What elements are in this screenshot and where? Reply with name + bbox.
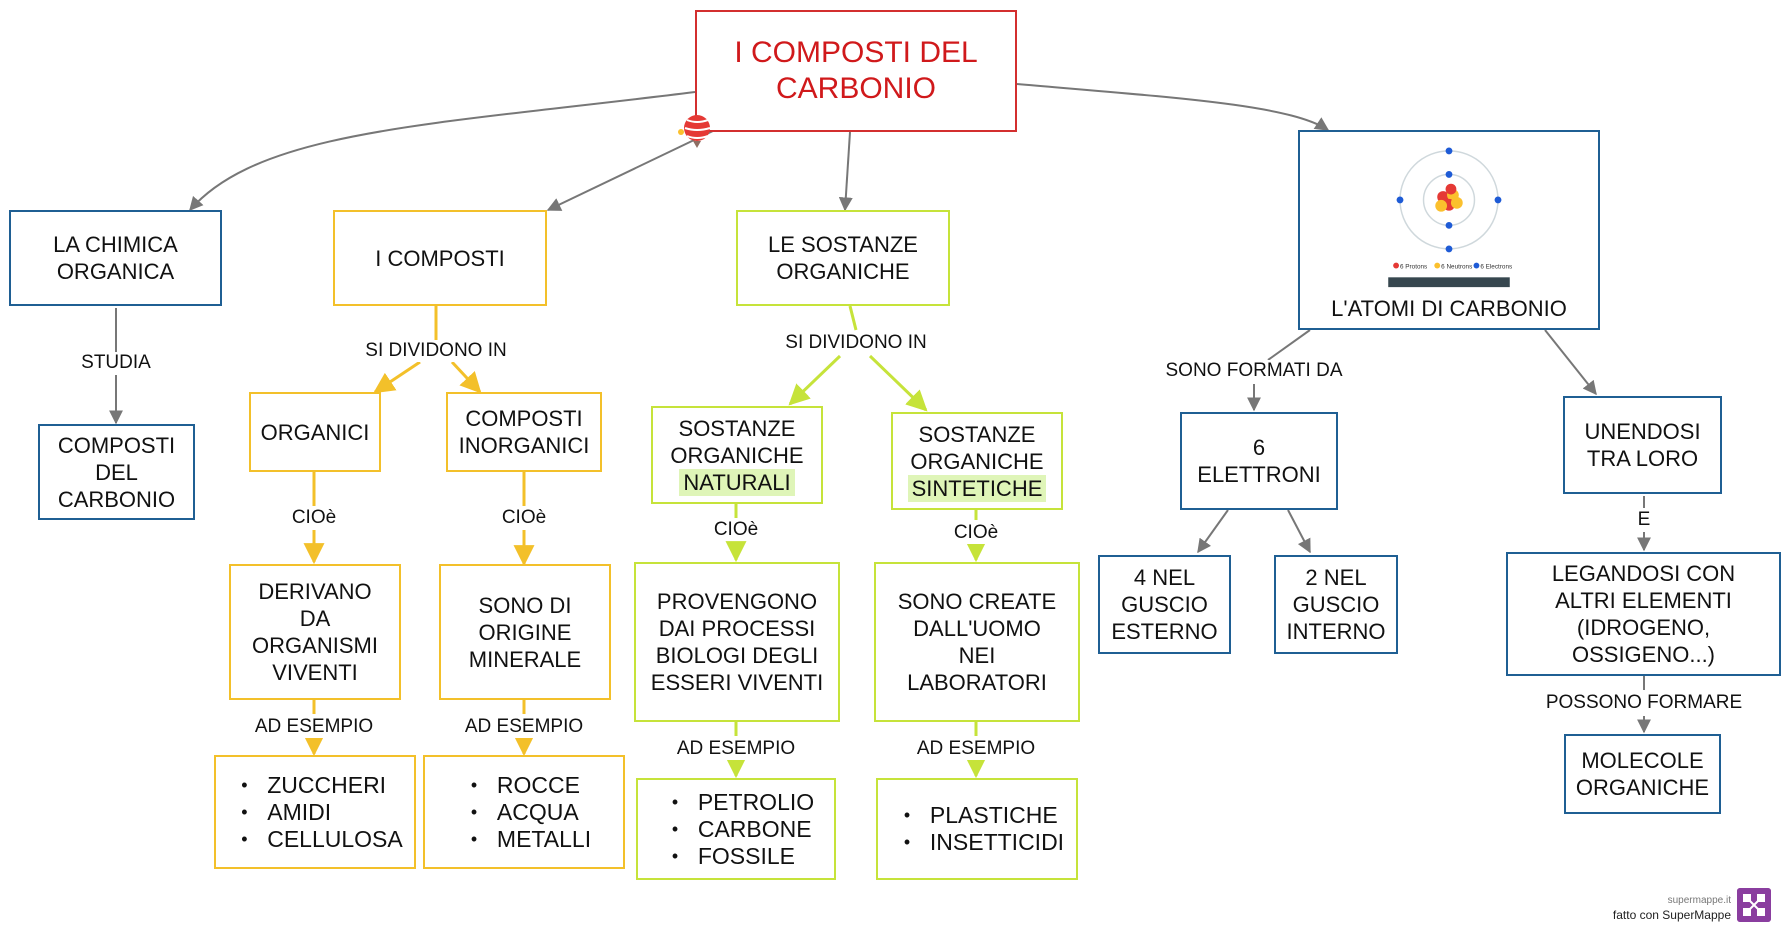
sono-di-origine-node[interactable]: SONO DI ORIGINE MINERALE [439, 564, 611, 700]
label-cioe-4: CIOè [951, 522, 1001, 544]
composti-inorganici-text: COMPOSTI INORGANICI [458, 406, 590, 458]
elettroni-text: 6 ELETTRONI [1197, 435, 1321, 487]
label-si-dividono-1: SI DIVIDONO IN [363, 340, 509, 362]
label-e: E [1635, 509, 1653, 531]
chimica-organica-node[interactable]: LA CHIMICA ORGANICA [9, 210, 222, 306]
naturali-highlight: NATURALI [679, 468, 795, 496]
edge-title-sostanze [838, 131, 853, 212]
edge-sostanze-dividono [848, 305, 858, 331]
list-item: CARBONE [658, 816, 814, 843]
watermark-made: fatto con SuperMappe [1612, 908, 1731, 922]
legandosi-node[interactable]: LEGANDOSI CON ALTRI ELEMENTI (IDROGENO, … [1506, 552, 1781, 676]
label-esempio-2: AD ESEMPIO [462, 716, 586, 738]
label-cioe-3: CIOè [711, 519, 761, 541]
composti-carbonio-node[interactable]: COMPOSTI DEL CARBONIO [38, 424, 195, 520]
label-cioe-2: CIOè [499, 507, 549, 529]
atom-legend-protons: 6 Protons [1400, 264, 1427, 271]
label-sono-formati: SONO FORMATI DA [1163, 360, 1345, 382]
supermappe-logo-icon [1737, 888, 1771, 922]
sostanze-sintetiche-text: SOSTANZE ORGANICHE [910, 421, 1044, 474]
edge-atomi-formati [1267, 329, 1311, 361]
list-item: AMIDI [227, 799, 403, 826]
legandosi-text: LEGANDOSI CON ALTRI ELEMENTI (IDROGENO, … [1551, 561, 1736, 667]
list-item: PETROLIO [658, 789, 814, 816]
title-node[interactable]: I COMPOSTI DEL CARBONIO [695, 10, 1017, 132]
edge-elettroni-interno [1287, 509, 1311, 554]
label-esempio-1: AD ESEMPIO [252, 716, 376, 738]
edge-dividono-sintetiche [868, 354, 928, 412]
list-item: ZUCCHERI [227, 772, 403, 799]
derivano-text: DERIVANO DA ORGANISMI VIVENTI [252, 579, 378, 685]
list-item: FOSSILE [658, 843, 814, 870]
atomi-node[interactable]: 6 Protons 6 Neutrons 6 Electrons L'ATOMI… [1298, 130, 1600, 330]
watermark-site: supermappe.it [1667, 895, 1731, 906]
carbon-atom-image: 6 Protons 6 Neutrons 6 Electrons [1388, 147, 1512, 288]
unendosi-text: UNENDOSI TRA LORO [1584, 419, 1701, 471]
atom-legend-neutrons: 6 Neutrons [1441, 264, 1472, 271]
organici-esempi-list: ZUCCHERI AMIDI CELLULOSA [227, 772, 403, 853]
i-composti-node[interactable]: I COMPOSTI [333, 210, 547, 306]
list-item: INSETTICIDI [890, 829, 1064, 856]
sintetiche-esempi-node[interactable]: PLASTICHE INSETTICIDI [876, 778, 1078, 880]
sono-di-origine-text: SONO DI ORIGINE MINERALE [468, 592, 582, 672]
list-item: PLASTICHE [890, 802, 1064, 829]
list-item: CELLULOSA [227, 826, 403, 853]
edge-dividono-organici [373, 360, 421, 394]
inorganici-esempi-node[interactable]: ROCCE ACQUA METALLI [423, 755, 625, 869]
inorganici-esempi-list: ROCCE ACQUA METALLI [457, 772, 591, 853]
edge-dividono-naturali [788, 354, 842, 406]
i-composti-text: I COMPOSTI [375, 245, 505, 271]
sostanze-organiche-node[interactable]: LE SOSTANZE ORGANICHE [736, 210, 950, 306]
edge-atomi-unendosi [1544, 329, 1597, 396]
edge-title-chimica [189, 91, 696, 212]
organici-esempi-node[interactable]: ZUCCHERI AMIDI CELLULOSA [214, 755, 416, 869]
list-item: METALLI [457, 826, 591, 853]
sostanze-naturali-node[interactable]: SOSTANZE ORGANICHE NATURALI [651, 406, 823, 504]
edge-title-atomi [1016, 83, 1330, 131]
edge-title-composti [546, 129, 716, 211]
label-esempio-3: AD ESEMPIO [674, 738, 798, 760]
watermark: supermappe.it fatto con SuperMappe [1613, 888, 1771, 922]
sono-create-node[interactable]: SONO CREATE DALL'UOMO NEI LABORATORI [874, 562, 1080, 722]
provengono-node[interactable]: PROVENGONO DAI PROCESSI BIOLOGI DEGLI ES… [634, 562, 840, 722]
esterno-node[interactable]: 4 NEL GUSCIO ESTERNO [1098, 555, 1231, 654]
interno-node[interactable]: 2 NEL GUSCIO INTERNO [1274, 555, 1398, 654]
label-cioe-1: CIOè [289, 507, 339, 529]
interno-text: 2 NEL GUSCIO INTERNO [1286, 565, 1386, 644]
sintetiche-esempi-list: PLASTICHE INSETTICIDI [890, 802, 1064, 856]
title-text: I COMPOSTI DEL CARBONIO [734, 36, 978, 105]
chimica-organica-text: LA CHIMICA ORGANICA [53, 232, 178, 284]
label-esempio-4: AD ESEMPIO [914, 738, 1038, 760]
unendosi-node[interactable]: UNENDOSI TRA LORO [1563, 396, 1722, 494]
naturali-esempi-list: PETROLIO CARBONE FOSSILE [658, 789, 814, 870]
composti-inorganici-node[interactable]: COMPOSTI INORGANICI [446, 392, 602, 472]
molecole-node[interactable]: MOLECOLE ORGANICHE [1564, 734, 1721, 814]
derivano-node[interactable]: DERIVANO DA ORGANISMI VIVENTI [229, 564, 401, 700]
atomi-text: L'ATOMI DI CARBONIO [1331, 296, 1567, 321]
edge-dividono-inorganici [450, 360, 482, 394]
edge-elettroni-esterno [1197, 509, 1229, 554]
sostanze-organiche-text: LE SOSTANZE ORGANICHE [768, 232, 918, 284]
balloon-icon [678, 115, 711, 148]
organici-text: ORGANICI [260, 419, 370, 445]
list-item: ROCCE [457, 772, 591, 799]
sintetiche-highlight: SINTETICHE [907, 474, 1047, 502]
elettroni-node[interactable]: 6 ELETTRONI [1180, 412, 1338, 510]
sostanze-naturali-text: SOSTANZE ORGANICHE [670, 415, 804, 468]
list-item: ACQUA [457, 799, 591, 826]
sostanze-sintetiche-node[interactable]: SOSTANZE ORGANICHE SINTETICHE [891, 412, 1063, 510]
composti-carbonio-text: COMPOSTI DEL CARBONIO [57, 432, 176, 512]
atom-legend-electrons: 6 Electrons [1480, 264, 1512, 271]
organici-node[interactable]: ORGANICI [249, 392, 381, 472]
label-possono-formare: POSSONO FORMARE [1543, 692, 1745, 714]
label-studia: STUDIA [79, 352, 153, 374]
naturali-esempi-node[interactable]: PETROLIO CARBONE FOSSILE [636, 778, 836, 880]
provengono-text: PROVENGONO DAI PROCESSI BIOLOGI DEGLI ES… [650, 589, 824, 695]
molecole-text: MOLECOLE ORGANICHE [1575, 748, 1710, 800]
sono-create-text: SONO CREATE DALL'UOMO NEI LABORATORI [897, 589, 1057, 695]
label-si-dividono-2: SI DIVIDONO IN [783, 332, 929, 354]
esterno-text: 4 NEL GUSCIO ESTERNO [1111, 565, 1218, 644]
